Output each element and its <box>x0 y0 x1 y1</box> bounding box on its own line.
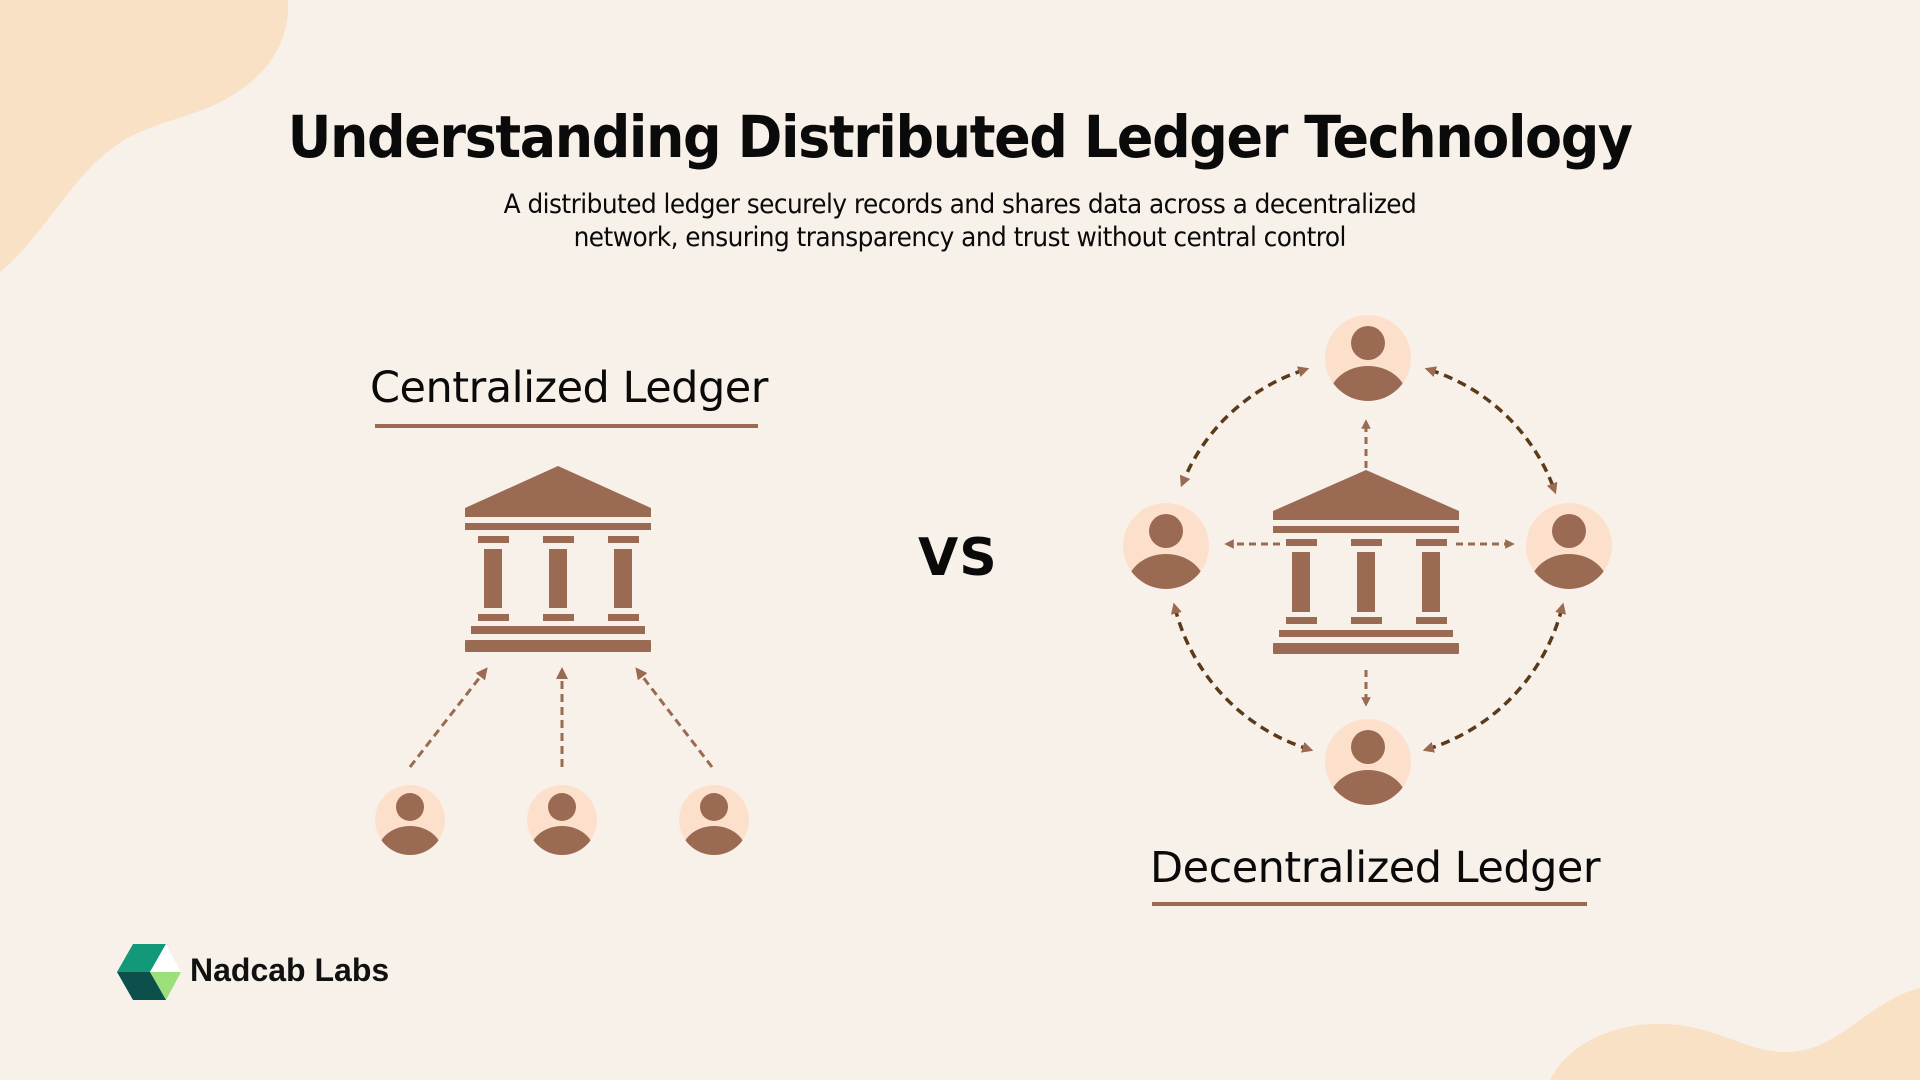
page-subtitle: A distributed ledger securely records an… <box>0 188 1920 254</box>
bank-icon <box>465 466 651 652</box>
centralized-ledger-title: Centralized Ledger <box>370 363 768 413</box>
vs-label: VS <box>918 528 998 588</box>
subtitle-line-1: A distributed ledger securely records an… <box>503 189 1417 220</box>
arc-top-right <box>1424 366 1558 495</box>
user-icon <box>1325 719 1411 805</box>
user-icon <box>375 785 445 855</box>
arrow-user3-to-bank <box>635 667 714 768</box>
arc-bottom-right <box>1422 602 1567 753</box>
bottom-right-blob <box>1550 988 1920 1080</box>
decentralized-ledger-title: Decentralized Ledger <box>1150 843 1601 893</box>
arc-top-left <box>1179 366 1310 488</box>
page-title: Understanding Distributed Ledger Technol… <box>0 102 1920 172</box>
centralized-ledger-underline <box>375 424 758 428</box>
bank-icon <box>1273 470 1459 654</box>
arc-bottom-left <box>1170 602 1314 753</box>
hexagon-cube-logo <box>117 944 181 1000</box>
top-left-blob <box>0 0 289 272</box>
page-title-text: Understanding Distributed Ledger Technol… <box>287 103 1634 171</box>
user-icon <box>527 785 597 855</box>
decentralized-ledger-underline <box>1152 902 1587 906</box>
user-icon <box>679 785 749 855</box>
arrow-user1-to-bank <box>408 667 488 768</box>
user-icon <box>1325 315 1411 401</box>
user-icon <box>1526 503 1612 589</box>
brand-name: Nadcab Labs <box>190 952 390 988</box>
user-icon <box>1123 503 1209 589</box>
subtitle-line-2: network, ensuring transparency and trust… <box>573 222 1347 253</box>
